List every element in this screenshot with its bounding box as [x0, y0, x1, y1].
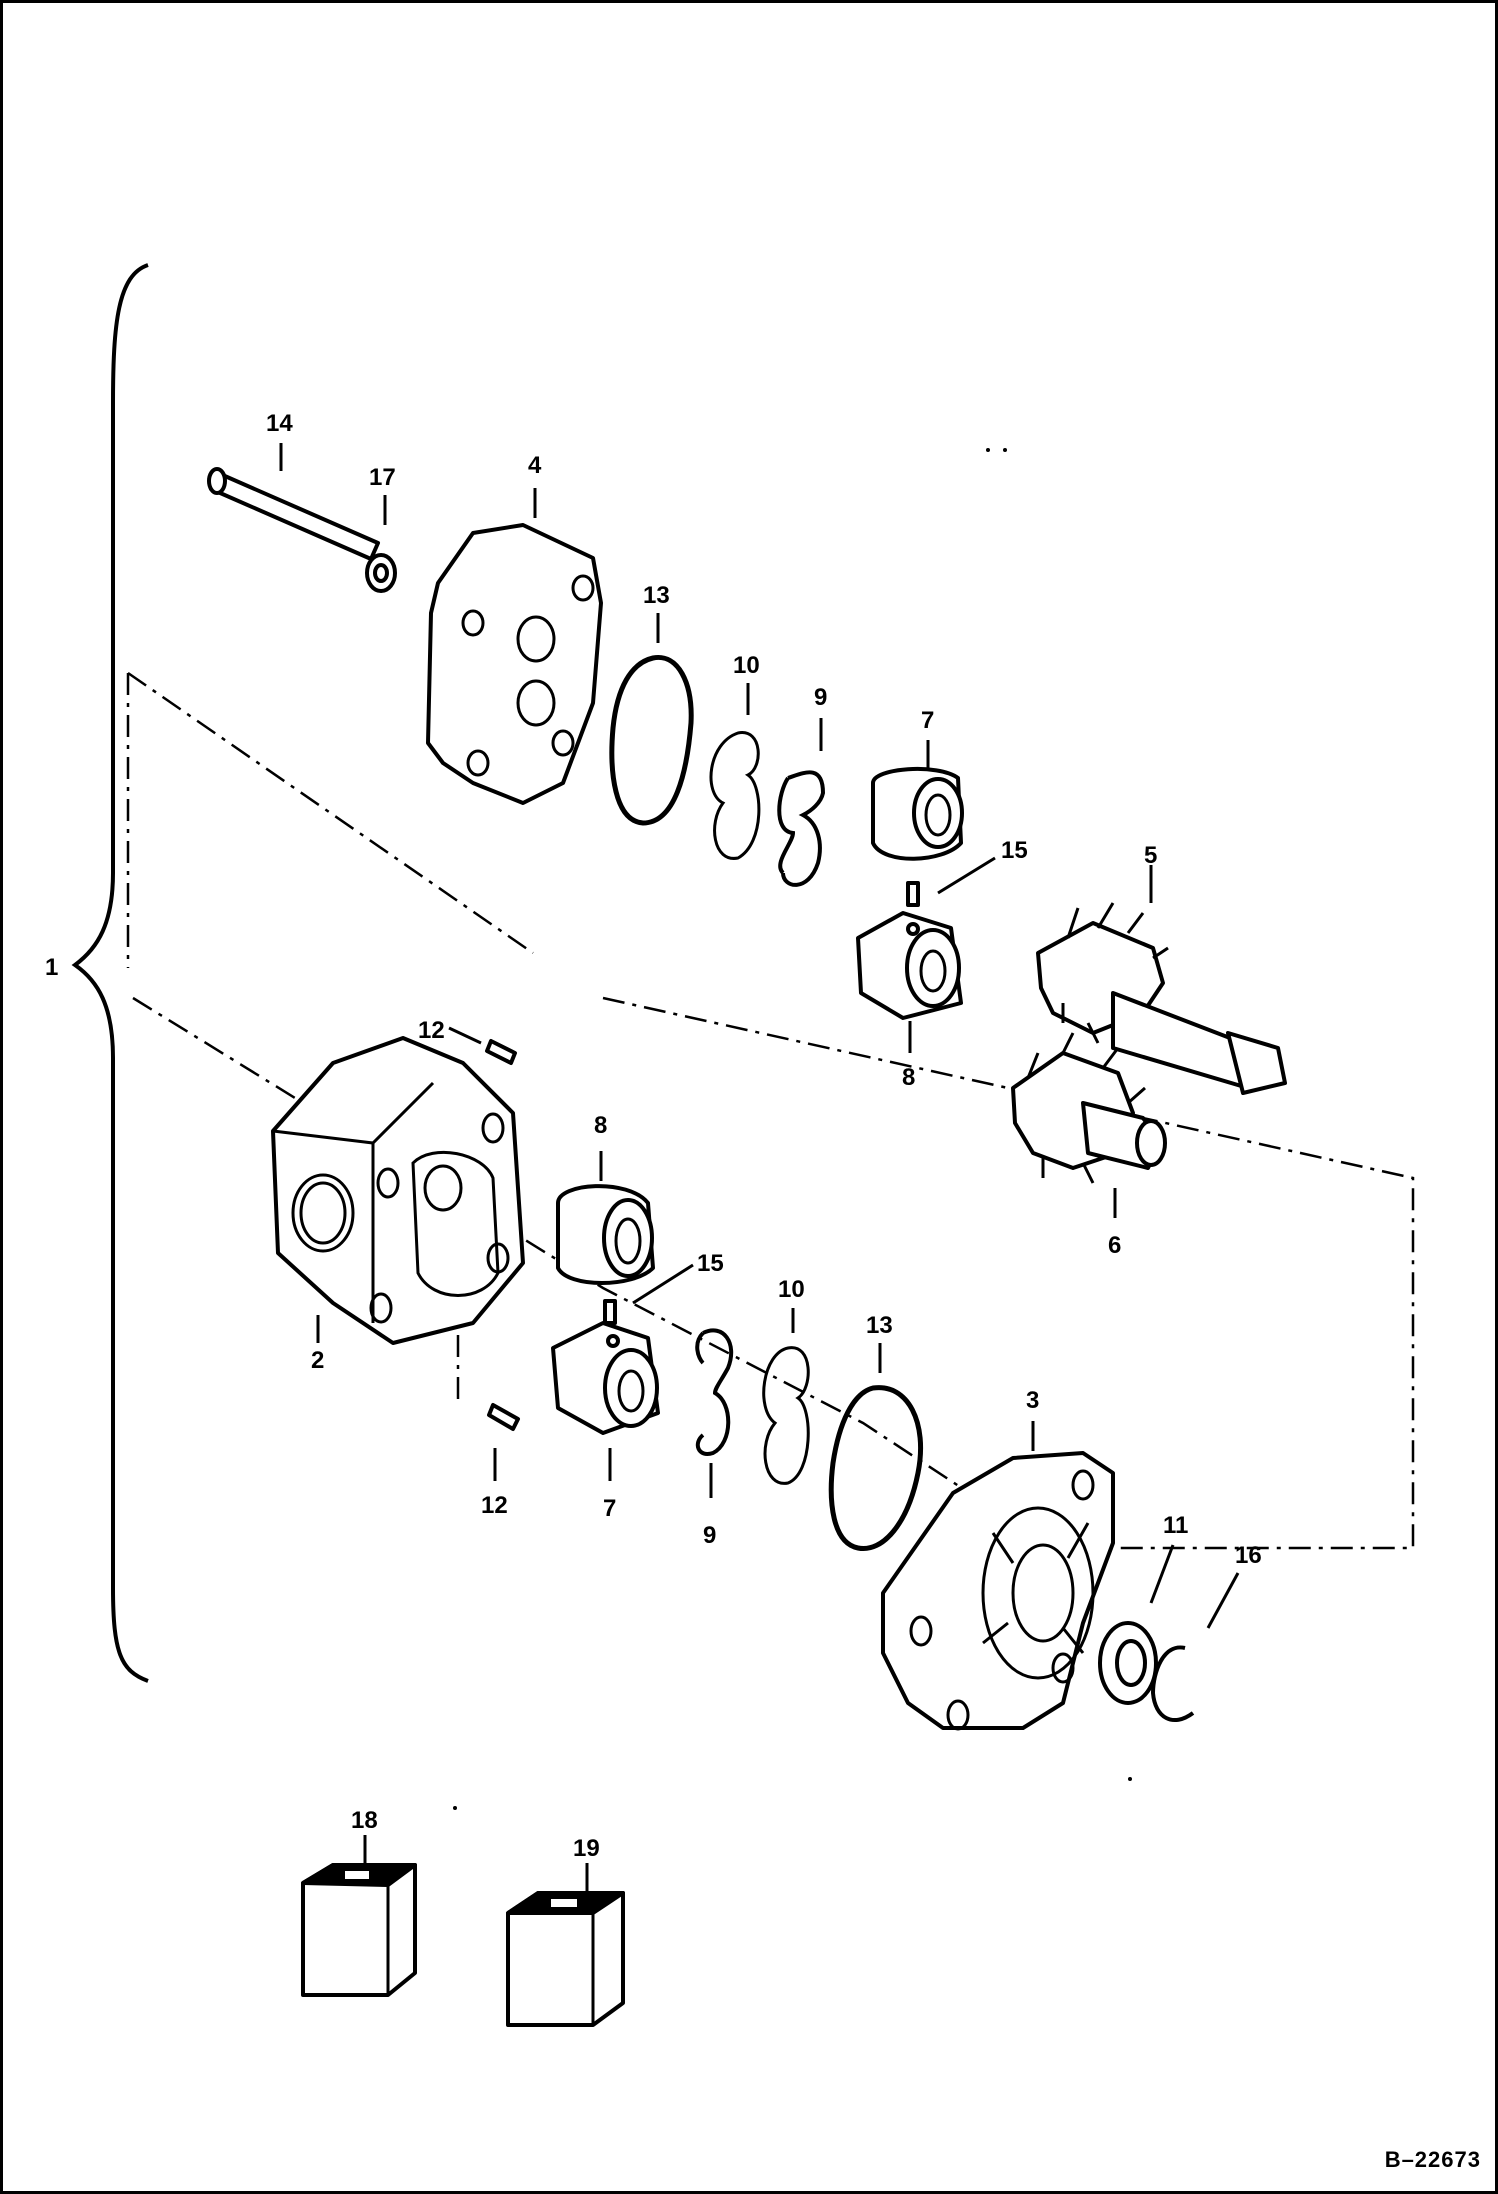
bushing-part-8-upper	[856, 911, 963, 1020]
washer-part-17	[365, 553, 397, 593]
exploded-view-diagram: 1 14 17 4 13 10 9 7 15 5 8 6 12 8 15 10 …	[45, 263, 1415, 2027]
o-ring-part-13-lower	[828, 1385, 924, 1552]
backup-ring-part-9-upper	[777, 770, 826, 887]
bushing-part-8-lower	[556, 1184, 655, 1285]
callout-17: 17	[369, 464, 396, 491]
pin-part-15-lower	[603, 1299, 617, 1325]
gear-housing-part-2	[271, 1036, 525, 1345]
callout-13-upper: 13	[643, 582, 670, 609]
callout-18: 18	[351, 1807, 378, 1834]
bushing-part-7-lower	[551, 1321, 660, 1435]
callout-12-lower: 12	[481, 1492, 508, 1519]
bushing-part-7-upper	[871, 767, 964, 861]
end-cover-part-4	[426, 523, 603, 805]
callout-9-upper: 9	[814, 684, 827, 711]
seal-kit-part-19	[506, 1891, 625, 2027]
callout-12-upper: 12	[418, 1017, 445, 1044]
callout-15-lower: 15	[697, 1250, 724, 1277]
callout-7-upper: 7	[921, 707, 934, 734]
callout-7-lower: 7	[603, 1495, 616, 1522]
callout-14: 14	[266, 410, 293, 437]
seal-kit-part-18	[301, 1863, 417, 1997]
backup-ring-part-9-lower	[695, 1328, 734, 1456]
dowel-pin-part-12-lower	[487, 1403, 520, 1431]
callout-1: 1	[45, 954, 58, 981]
assembly-bracket	[71, 263, 149, 1683]
callout-11: 11	[1163, 1512, 1188, 1539]
callout-2: 2	[311, 1347, 324, 1374]
callout-16: 16	[1235, 1542, 1262, 1569]
axis-line-upper	[127, 671, 534, 955]
callout-8-upper: 8	[902, 1064, 915, 1091]
callout-9-lower: 9	[703, 1522, 716, 1549]
snap-ring-part-16	[1150, 1645, 1195, 1723]
o-ring-part-13-upper	[609, 655, 694, 826]
callout-4: 4	[528, 452, 542, 479]
seal-part-10-lower	[762, 1346, 810, 1485]
driven-gear-part-6	[1011, 1032, 1167, 1184]
callout-10-upper: 10	[733, 652, 760, 679]
callout-19: 19	[573, 1835, 600, 1862]
callout-3: 3	[1026, 1387, 1039, 1414]
seal-part-10-upper	[709, 731, 761, 860]
drawing-number: B–22673	[1384, 2147, 1481, 2172]
callout-15-upper: 15	[1001, 837, 1028, 864]
shaft-seal-part-11	[1098, 1621, 1158, 1705]
callout-13-lower: 13	[866, 1312, 893, 1339]
mounting-flange-part-3	[881, 1451, 1115, 1731]
drive-gear-shaft-part-5	[1036, 902, 1287, 1095]
bolt-part-14	[207, 467, 380, 561]
callout-8-lower: 8	[594, 1112, 607, 1139]
pin-part-15-upper	[906, 881, 920, 907]
callout-6: 6	[1108, 1232, 1121, 1259]
callout-10-lower: 10	[778, 1276, 805, 1303]
axis-line-right	[602, 996, 1415, 1550]
dowel-pin-part-12-upper	[485, 1039, 517, 1065]
callout-5: 5	[1144, 842, 1157, 869]
